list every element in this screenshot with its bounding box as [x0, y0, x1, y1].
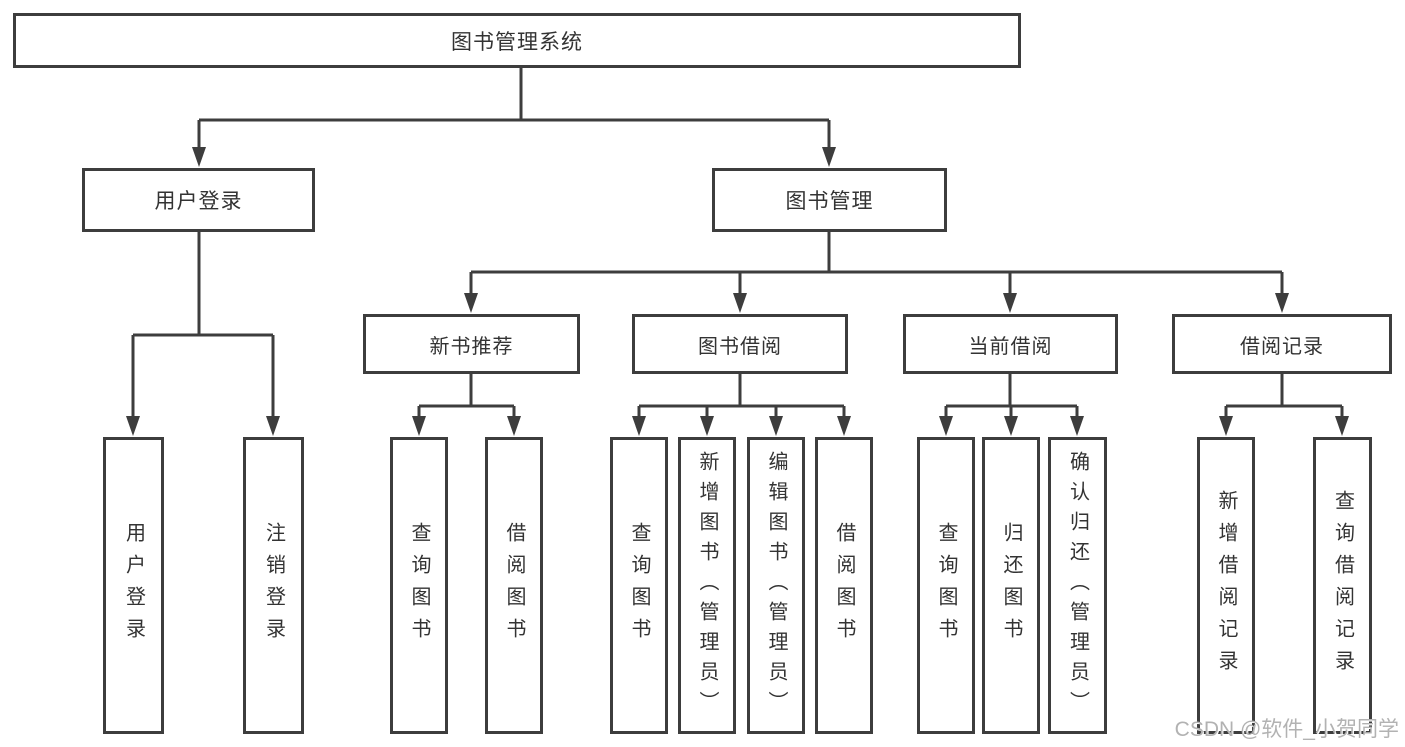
watermark: CSDN @软件_小贺同学 — [1174, 718, 1399, 741]
node-label: 编辑图书（管理员） — [765, 450, 787, 721]
node-return-books: 归还图书 — [982, 437, 1040, 734]
node-user-login-leaf: 用户登录 — [103, 437, 164, 734]
node-book-management: 图书管理 — [712, 168, 947, 232]
node-library-management-system: 图书管理系统 — [13, 13, 1021, 68]
node-confirm-return-admin: 确认归还（管理员） — [1048, 437, 1107, 734]
node-query-books-recommend: 查询图书 — [390, 437, 448, 734]
node-logout: 注销登录 — [243, 437, 304, 734]
node-book-borrowing: 图书借阅 — [632, 314, 848, 374]
node-label: 新增图书（管理员） — [696, 450, 718, 721]
node-label: 新增借阅记录 — [1215, 489, 1237, 682]
node-label: 查询图书 — [408, 521, 430, 650]
node-borrow-books-borrowing: 借阅图书 — [815, 437, 873, 734]
node-query-books-borrowing: 查询图书 — [610, 437, 668, 734]
node-add-borrow-record: 新增借阅记录 — [1197, 437, 1255, 734]
node-edit-book-admin: 编辑图书（管理员） — [747, 437, 805, 734]
arrowheads — [126, 147, 1349, 436]
node-query-borrow-record: 查询借阅记录 — [1313, 437, 1372, 734]
node-borrowing-records: 借阅记录 — [1172, 314, 1392, 374]
node-label: 注销登录 — [262, 521, 285, 650]
node-label: 查询图书 — [628, 521, 650, 650]
node-add-book-admin: 新增图书（管理员） — [678, 437, 736, 734]
node-borrow-books-recommend: 借阅图书 — [485, 437, 543, 734]
node-label: 查询图书 — [935, 521, 957, 650]
node-label: 查询借阅记录 — [1331, 489, 1354, 682]
node-label: 借阅图书 — [503, 521, 525, 650]
node-query-books-current: 查询图书 — [917, 437, 975, 734]
node-label: 确认归还（管理员） — [1066, 450, 1089, 721]
node-user-login: 用户登录 — [82, 168, 315, 232]
node-label: 用户登录 — [122, 521, 145, 650]
node-current-borrowing: 当前借阅 — [903, 314, 1118, 374]
node-label: 借阅图书 — [833, 521, 855, 650]
node-new-book-recommendation: 新书推荐 — [363, 314, 580, 374]
node-label: 归还图书 — [1000, 521, 1022, 650]
